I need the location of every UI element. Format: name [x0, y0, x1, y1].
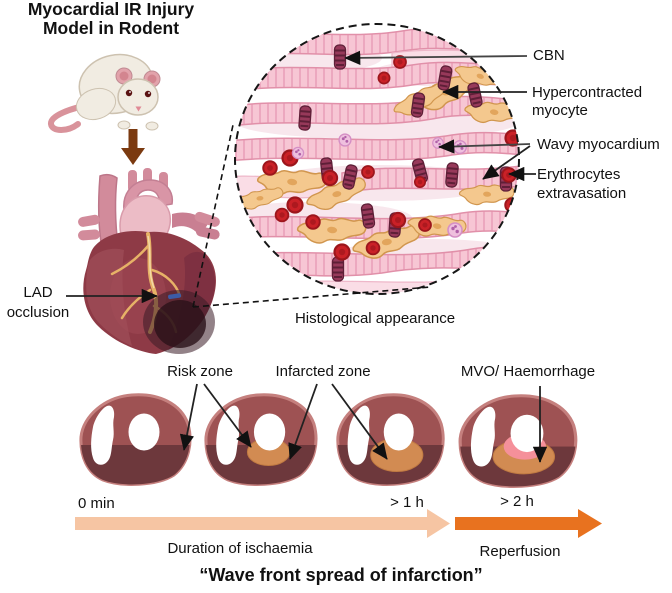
cs-lv-lumen — [510, 414, 544, 453]
heart-infarct-core — [154, 300, 206, 348]
risk-zone-arrow-2 — [203, 383, 252, 448]
duration-of-ischaemia-label: Duration of ischaemia — [167, 540, 313, 557]
rat-tail — [48, 101, 97, 133]
cs-rv-cavity — [347, 405, 370, 465]
figure-title-line2: Model in Rodent — [42, 18, 180, 38]
hypercontracted-myocyte-label: Hypercontracted myocyte — [532, 84, 642, 120]
cs-lv-lumen — [383, 413, 414, 451]
lad-ligature — [168, 293, 182, 300]
erythrocytes-extravasation-label: Erythrocytes extravasation — [537, 165, 626, 203]
hypercontracted-line1: Hypercontracted — [532, 84, 643, 101]
erythrocytes-line1: Erythrocytes — [537, 166, 621, 183]
heart-left-atrium — [86, 248, 132, 346]
cbn-arrow — [344, 50, 528, 66]
rat-paw-left — [117, 120, 131, 130]
wavy-myocardium-arrow-2 — [482, 145, 531, 180]
heart-vessel-stub — [194, 211, 220, 227]
cs-rv-cavity — [91, 405, 115, 465]
magnifier-dashed-line-upper — [192, 124, 234, 308]
cs-lv-lumen — [253, 413, 286, 451]
infarcted-zone-arrow-1 — [288, 383, 318, 460]
infarcted-zone-label: Infarcted zone — [275, 363, 371, 380]
hypercontracted-line2: myocyte — [532, 102, 588, 119]
lad-label-line2: occlusion — [6, 304, 70, 321]
reperfusion-arrow — [455, 509, 602, 538]
wavy-myocardium-arrow-1 — [438, 139, 531, 154]
down-arrow-icon — [121, 129, 145, 165]
myocardium-fiber — [235, 95, 519, 130]
rat-nose — [135, 106, 142, 112]
lad-occlusion-label: LAD occlusion — [0, 283, 76, 323]
infarcted-zone-arrow-2 — [331, 383, 388, 460]
rat-eye-right-glint — [148, 92, 150, 94]
cs-rv-cavity — [216, 405, 240, 465]
heart-svc — [97, 173, 119, 249]
heart-vessel-stub — [78, 229, 100, 241]
rat-ear-right-inner — [147, 74, 157, 84]
heart-coronary-branches — [110, 244, 182, 334]
rat-haunch — [75, 87, 117, 121]
reperfusion-label: Reperfusion — [479, 543, 561, 560]
heart-cross-section-0min — [79, 393, 192, 486]
wavefront-caption: “Wave front spread of infarction” — [199, 565, 483, 585]
time-2h-label: > 2 h — [500, 493, 534, 510]
heart-cross-section-2h — [458, 394, 578, 488]
rat-head — [117, 78, 159, 116]
rat-eye-left-glint — [129, 91, 131, 93]
mvo-haemorrhage-label: MVO/ Haemorrhage — [460, 363, 596, 380]
heart-cross-section-1h — [336, 393, 445, 486]
heart-vessel-stub — [195, 226, 220, 240]
cs-rv-cavity — [470, 406, 496, 467]
cbn-label: CBN — [533, 47, 565, 64]
figure-title: Myocardial IR Injury Model in Rodent — [0, 0, 222, 38]
magnifier-dashed-line-lower — [192, 286, 431, 308]
histology-circle — [234, 23, 520, 295]
magnifier-dashed-circle — [234, 23, 520, 295]
ischaemia-arrow — [75, 509, 450, 538]
rat-illustration — [48, 53, 161, 133]
time-0min-label: 0 min — [78, 495, 115, 512]
heart-coronary-highlight — [147, 235, 155, 289]
lad-label-line1: LAD — [23, 284, 53, 301]
histological-appearance-caption: Histological appearance — [294, 310, 456, 327]
heart-vessel-stub — [78, 214, 100, 227]
rat-ear-left-inner — [119, 71, 129, 81]
figure-title-line1: Myocardial IR Injury — [27, 0, 195, 19]
wavy-myocardium-label: Wavy myocardium — [537, 136, 660, 153]
rat-paw-right — [145, 121, 159, 131]
risk-zone-arrow-1 — [179, 383, 198, 451]
cs-lv-lumen — [128, 413, 160, 451]
time-1h-label: > 1 h — [390, 494, 424, 511]
erythrocytes-line2: extravasation — [537, 185, 627, 202]
risk-zone-label: Risk zone — [167, 363, 233, 380]
